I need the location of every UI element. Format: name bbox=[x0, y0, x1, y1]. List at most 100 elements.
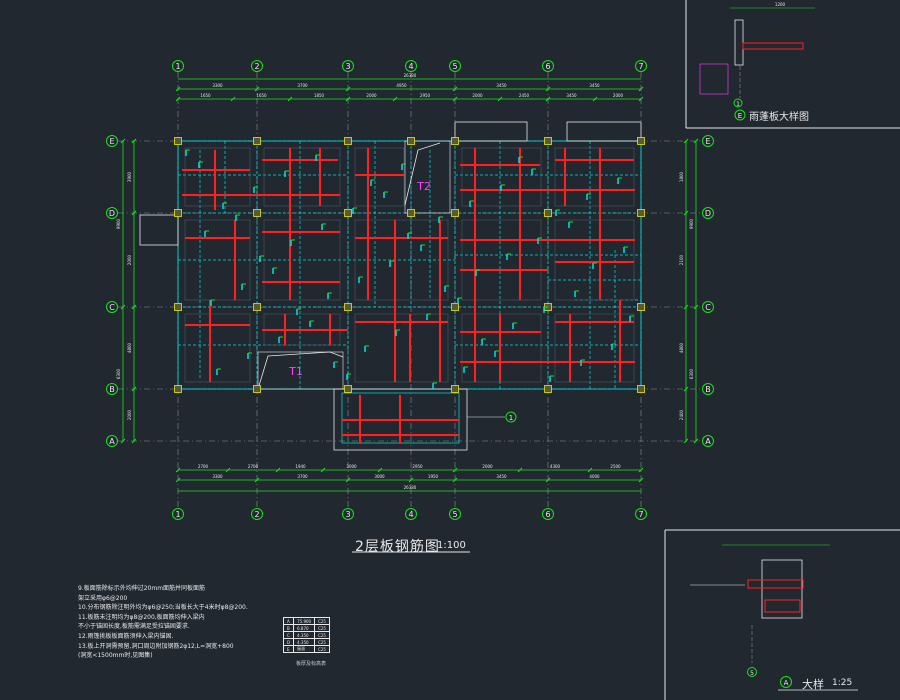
legend-cell: 4.350 bbox=[293, 638, 316, 646]
column bbox=[637, 209, 645, 217]
slab-panel bbox=[354, 147, 405, 207]
left-total-dim-tick bbox=[120, 138, 126, 144]
right-dim-label: 2400 bbox=[679, 409, 684, 420]
left-dim-label: 3900 bbox=[127, 171, 132, 182]
right-dim-tick bbox=[683, 138, 689, 144]
bottom-dim-tick bbox=[254, 477, 260, 483]
slab-panel bbox=[554, 313, 635, 383]
note-line: 不小于锚固长度,板筋需满足受拉锚固要求. bbox=[78, 623, 190, 631]
note-line: 11.板筋未注明均为φ8@200,板面筋均伸入梁内 bbox=[78, 613, 205, 621]
note-line: 9.板面筋除标示外均伸过20mm面筋并同板面筋 bbox=[78, 585, 206, 592]
detail-slab-rebar bbox=[747, 579, 804, 589]
bottom-dim-tick bbox=[408, 477, 414, 483]
side-opening bbox=[139, 214, 179, 246]
column bbox=[451, 209, 459, 217]
grid-row-bubble bbox=[702, 135, 714, 147]
grid-col-label: 6 bbox=[545, 510, 550, 519]
grid-col-label: 7 bbox=[638, 510, 643, 519]
column bbox=[637, 137, 645, 145]
stair-t1-outline bbox=[257, 351, 344, 390]
stair-tag-t1: T1 bbox=[288, 365, 303, 378]
legend-cell: C25 bbox=[314, 631, 330, 639]
left-total-dim-tick bbox=[120, 438, 126, 444]
overall-dim-top: 26380 bbox=[404, 73, 417, 78]
note-line: 12.雨篷挑板板面筋须伸入梁内锚固. bbox=[78, 632, 174, 640]
column bbox=[544, 209, 552, 217]
grid-col-label: 3 bbox=[345, 510, 350, 519]
top-sub-dim-label: 2450 bbox=[519, 93, 530, 98]
top-dim-tick bbox=[545, 86, 551, 92]
legend-cell: 75.900 bbox=[293, 617, 316, 625]
grid-col-label: 4 bbox=[408, 510, 413, 519]
right-dim-label: 1800 bbox=[679, 171, 684, 182]
column bbox=[407, 137, 415, 145]
top-dim-label: 4950 bbox=[396, 83, 407, 88]
grid-row-bubble bbox=[702, 301, 714, 313]
canopy-plate-left bbox=[454, 121, 528, 142]
slab-panel bbox=[184, 313, 251, 383]
left-dim-tick bbox=[131, 304, 137, 310]
canopy-wall bbox=[734, 19, 744, 66]
top-sub-dim-label: 2950 bbox=[420, 93, 431, 98]
canopy-title: 雨蓬板大样图 bbox=[749, 112, 809, 123]
grid-col-bubble bbox=[542, 508, 554, 520]
slab-panel bbox=[354, 219, 449, 301]
bottom-sub-dim-tick bbox=[377, 467, 383, 473]
bottom-dim-label: 4000 bbox=[589, 474, 600, 479]
grid-col-bubble bbox=[342, 508, 354, 520]
grid-col-bubble bbox=[172, 508, 184, 520]
bottom-dim-label: 1950 bbox=[428, 474, 439, 479]
top-sub-dim-tick bbox=[287, 96, 293, 102]
column bbox=[253, 209, 261, 217]
column bbox=[451, 385, 459, 393]
bottom-sub-dim-tick bbox=[175, 467, 181, 473]
stair-t2-box bbox=[404, 140, 451, 214]
column bbox=[174, 209, 182, 217]
grid-row-bubble bbox=[106, 301, 118, 313]
column bbox=[253, 137, 261, 145]
grid-col-bubble bbox=[405, 508, 417, 520]
grid-row-label: A bbox=[705, 437, 711, 446]
bottom-sub-dim-label: 4300 bbox=[550, 464, 561, 469]
column bbox=[637, 385, 645, 393]
bottom-sub-dim-tick bbox=[225, 467, 231, 473]
column bbox=[544, 137, 552, 145]
grid-col-bubble bbox=[251, 60, 263, 72]
overall-dim-bottom: 26380 bbox=[404, 485, 417, 490]
entrance-outline bbox=[333, 388, 468, 451]
detail-lower-rebar bbox=[764, 599, 801, 613]
top-sub-dim-label: 1850 bbox=[314, 93, 325, 98]
top-sub-dim-tick bbox=[230, 96, 236, 102]
top-sub-dim-tick bbox=[545, 96, 551, 102]
bottom-sub-dim-label: 3000 bbox=[346, 464, 357, 469]
slab-panel bbox=[184, 219, 251, 301]
grid-col-label: 7 bbox=[638, 62, 643, 71]
column bbox=[253, 385, 261, 393]
bottom-dim-tick bbox=[452, 477, 458, 483]
legend-cell: 4.350 bbox=[293, 631, 316, 639]
grid-row-label: E bbox=[705, 137, 710, 146]
left-dim-tick bbox=[131, 438, 137, 444]
grid-row-label: C bbox=[109, 303, 115, 312]
bottom-dim-tick bbox=[175, 477, 181, 483]
drawing-title: 2层板钢筋图 bbox=[355, 539, 440, 555]
bottom-sub-dim-label: 2700 bbox=[248, 464, 259, 469]
bottom-sub-dim-tick bbox=[517, 467, 523, 473]
grid-row-label: A bbox=[109, 437, 115, 446]
grid-col-bubble bbox=[635, 60, 647, 72]
slab-panel bbox=[263, 219, 341, 301]
right-total-dim-label: 6300 bbox=[689, 368, 694, 379]
grid-col-label: 5 bbox=[452, 510, 457, 519]
left-dim-tick bbox=[131, 386, 137, 392]
top-sub-dim-tick bbox=[452, 96, 458, 102]
callout-bubble-1 bbox=[505, 411, 517, 423]
top-sub-dim-tick bbox=[497, 96, 503, 102]
grid-col-bubble bbox=[405, 60, 417, 72]
column bbox=[344, 137, 352, 145]
